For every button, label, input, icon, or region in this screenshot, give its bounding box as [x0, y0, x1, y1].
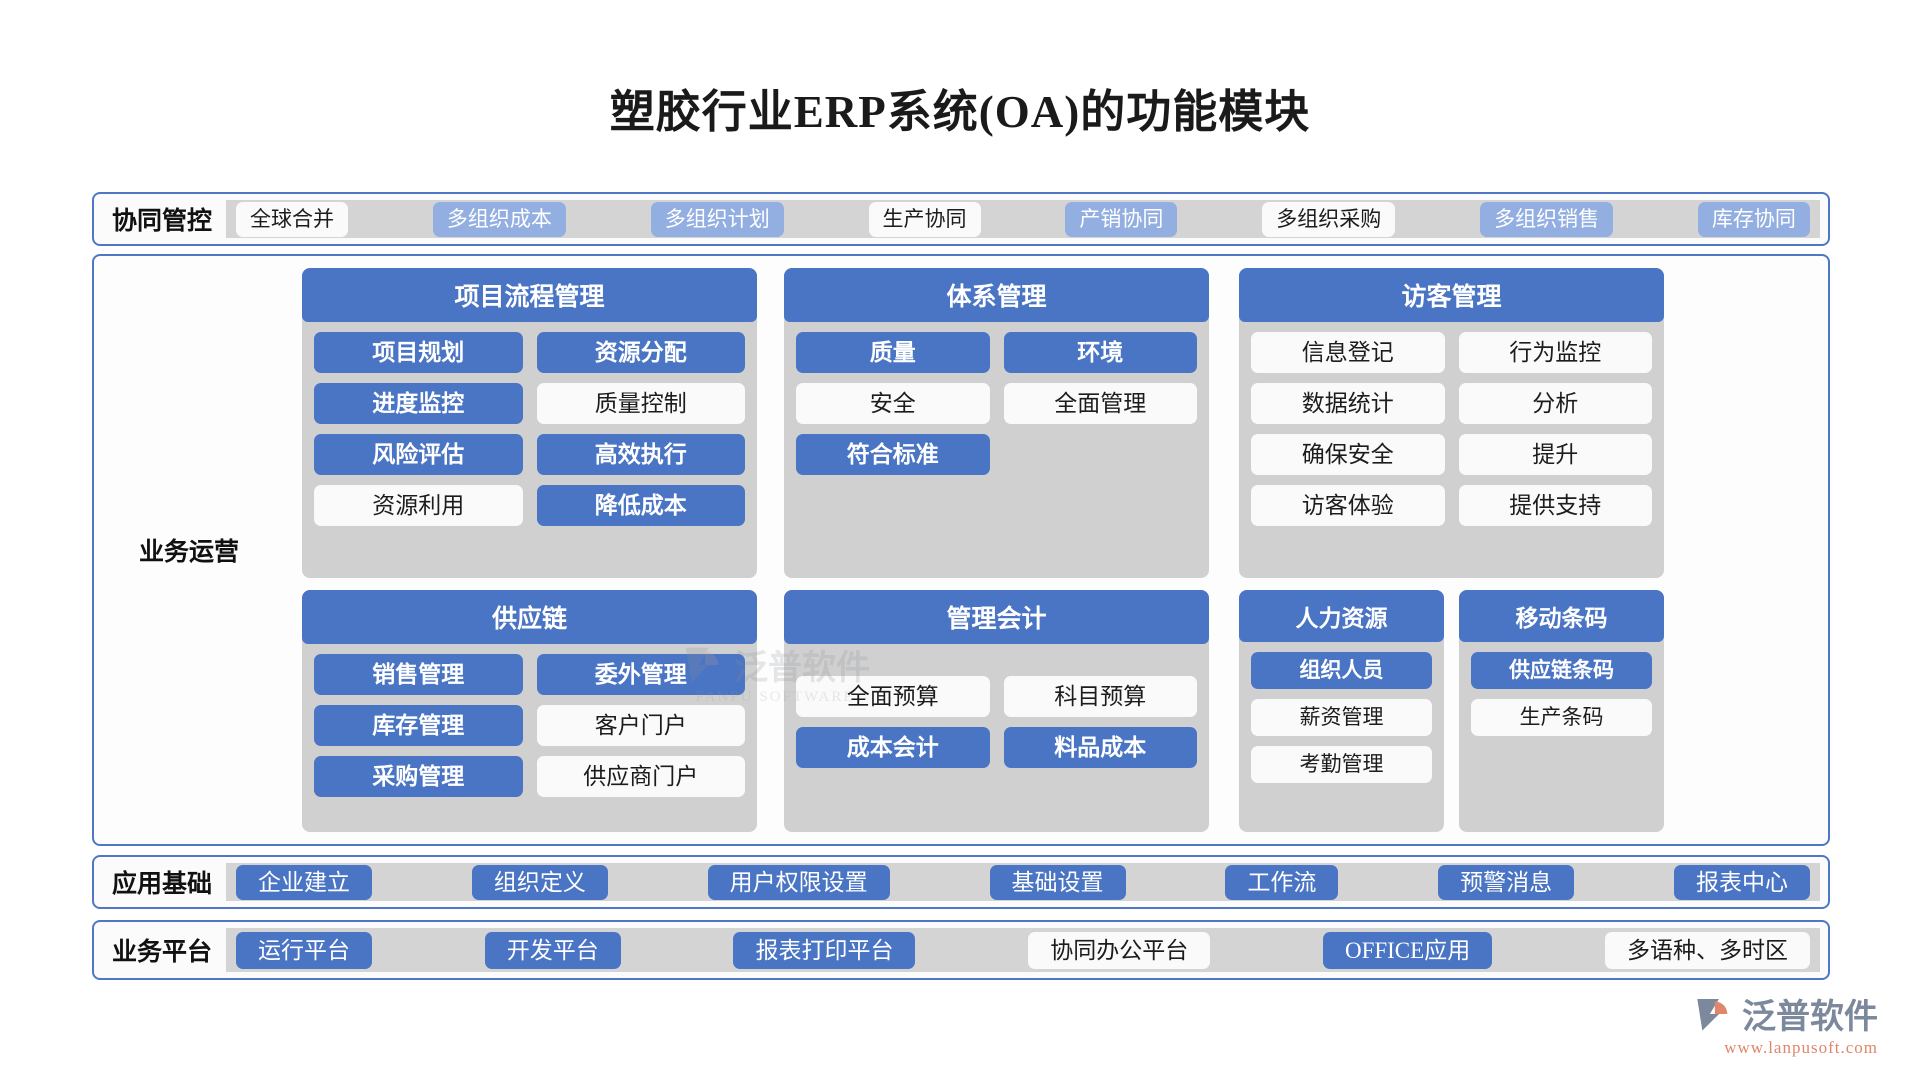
item-info-registration[interactable]: 信息登记: [1251, 332, 1445, 373]
module-management-accounting: 管理会计 全面预算 科目预算 成本会计 料品成本: [784, 590, 1209, 832]
app-base-band-label: 应用基础: [112, 871, 213, 898]
appbase-item-enterprise-setup[interactable]: 企业建立: [236, 864, 373, 900]
module-management-accounting-items: 全面预算 科目预算 成本会计 料品成本: [784, 654, 1209, 768]
item-behavior-monitoring[interactable]: 行为监控: [1458, 332, 1652, 373]
item-organization-personnel[interactable]: 组织人员: [1251, 652, 1432, 689]
module-mobile-barcode-items: 供应链条码 生产条码: [1459, 652, 1664, 736]
brand-logo-icon: [1697, 998, 1728, 1031]
collab-item-production-collab[interactable]: 生产协同: [868, 201, 981, 237]
app-base-items: 企业建立 组织定义 用户权限设置 基础设置 工作流 预警消息 报表中心: [226, 863, 1820, 901]
brand-logo: 泛普软件 www.lanpusoft.com: [1694, 989, 1878, 1058]
item-risk-assessment[interactable]: 风险评估: [314, 434, 523, 475]
module-system-management-title: 体系管理: [784, 268, 1209, 322]
module-visitor-management-items: 信息登记 行为监控 数据统计 分析 确保安全 提升 访客体验 提供支持: [1239, 332, 1664, 526]
business-operations-frame: 业务运营 项目流程管理 项目规划 资源分配 进度监控 质量控制 风险评估 高效执…: [92, 254, 1830, 846]
item-purchase-management[interactable]: 采购管理: [314, 756, 523, 797]
item-customer-portal[interactable]: 客户门户: [536, 705, 745, 746]
collab-item-sales-production-collab[interactable]: 产销协同: [1065, 201, 1178, 237]
item-material-cost[interactable]: 料品成本: [1003, 727, 1197, 768]
module-human-resources-title: 人力资源: [1239, 590, 1444, 642]
platform-item-collab-office[interactable]: 协同办公平台: [1028, 931, 1211, 969]
module-human-resources: 人力资源 组织人员 薪资管理 考勤管理: [1239, 590, 1444, 832]
item-comprehensive-management[interactable]: 全面管理: [1003, 383, 1197, 424]
item-standard-compliance[interactable]: 符合标准: [796, 434, 990, 475]
item-improvement[interactable]: 提升: [1458, 434, 1652, 475]
platform-item-report-print[interactable]: 报表打印平台: [733, 931, 916, 969]
platform-item-multilang-timezone[interactable]: 多语种、多时区: [1604, 931, 1810, 969]
collab-item-global-merge[interactable]: 全球合并: [236, 201, 349, 237]
module-mobile-barcode: 移动条码 供应链条码 生产条码: [1459, 590, 1664, 832]
platform-item-runtime[interactable]: 运行平台: [236, 931, 373, 969]
item-cost-accounting[interactable]: 成本会计: [796, 727, 990, 768]
item-resource-utilization[interactable]: 资源利用: [314, 485, 523, 526]
module-human-resources-items: 组织人员 薪资管理 考勤管理: [1239, 652, 1444, 783]
business-platform-band: 业务平台 运行平台 开发平台 报表打印平台 协同办公平台 OFFICE应用 多语…: [92, 920, 1830, 980]
item-data-statistics[interactable]: 数据统计: [1251, 383, 1445, 424]
module-supply-chain-items: 销售管理 委外管理 库存管理 客户门户 采购管理 供应商门户: [302, 654, 757, 797]
page-title: 塑胶行业ERP系统(OA)的功能模块: [609, 87, 1311, 137]
module-supply-chain-title: 供应链: [302, 590, 757, 644]
appbase-item-alert-messages[interactable]: 预警消息: [1438, 864, 1575, 900]
module-project-process-items: 项目规划 资源分配 进度监控 质量控制 风险评估 高效执行 资源利用 降低成本: [302, 332, 757, 526]
item-inventory-management[interactable]: 库存管理: [314, 705, 523, 746]
collab-item-multiorg-sales[interactable]: 多组织销售: [1480, 201, 1614, 237]
item-environment[interactable]: 环境: [1003, 332, 1197, 373]
item-cost-reduction[interactable]: 降低成本: [536, 485, 745, 526]
collaboration-items: 全球合并 多组织成本 多组织计划 生产协同 产销协同 多组织采购 多组织销售 库…: [226, 200, 1820, 238]
module-management-accounting-title: 管理会计: [784, 590, 1209, 644]
module-system-management-items: 质量 环境 安全 全面管理 符合标准: [784, 332, 1209, 475]
item-supplier-portal[interactable]: 供应商门户: [536, 756, 745, 797]
appbase-item-report-center[interactable]: 报表中心: [1673, 864, 1810, 900]
item-comprehensive-budget[interactable]: 全面预算: [796, 676, 990, 717]
appbase-item-basic-settings[interactable]: 基础设置: [989, 864, 1126, 900]
module-supply-chain: 供应链 销售管理 委外管理 库存管理 客户门户 采购管理 供应商门户: [302, 590, 757, 832]
item-visitor-experience[interactable]: 访客体验: [1251, 485, 1445, 526]
business-platform-items: 运行平台 开发平台 报表打印平台 协同办公平台 OFFICE应用 多语种、多时区: [226, 928, 1820, 972]
item-quality-control[interactable]: 质量控制: [536, 383, 745, 424]
business-platform-band-label: 业务平台: [112, 939, 213, 966]
appbase-item-workflow[interactable]: 工作流: [1225, 864, 1339, 900]
item-attendance-management[interactable]: 考勤管理: [1251, 746, 1432, 783]
collab-item-multiorg-cost[interactable]: 多组织成本: [432, 201, 566, 237]
item-resource-allocation[interactable]: 资源分配: [536, 332, 745, 373]
app-base-band: 应用基础 企业建立 组织定义 用户权限设置 基础设置 工作流 预警消息 报表中心: [92, 855, 1830, 909]
collaboration-band: 协同管控 全球合并 多组织成本 多组织计划 生产协同 产销协同 多组织采购 多组…: [92, 192, 1830, 246]
item-progress-monitoring[interactable]: 进度监控: [314, 383, 523, 424]
collab-item-multiorg-plan[interactable]: 多组织计划: [650, 201, 784, 237]
module-visitor-management: 访客管理 信息登记 行为监控 数据统计 分析 确保安全 提升 访客体验 提供支持: [1239, 268, 1664, 578]
item-project-planning[interactable]: 项目规划: [314, 332, 523, 373]
item-safety[interactable]: 安全: [796, 383, 990, 424]
item-provide-support[interactable]: 提供支持: [1458, 485, 1652, 526]
item-quality[interactable]: 质量: [796, 332, 990, 373]
business-operations-label: 业务运营: [138, 539, 239, 566]
item-production-barcode[interactable]: 生产条码: [1471, 699, 1652, 736]
item-sales-management[interactable]: 销售管理: [314, 654, 523, 695]
module-project-process: 项目流程管理 项目规划 资源分配 进度监控 质量控制 风险评估 高效执行 资源利…: [302, 268, 757, 578]
collab-item-multiorg-purchase[interactable]: 多组织采购: [1262, 201, 1396, 237]
item-salary-management[interactable]: 薪资管理: [1251, 699, 1432, 736]
module-grid: 项目流程管理 项目规划 资源分配 进度监控 质量控制 风险评估 高效执行 资源利…: [284, 256, 1828, 844]
module-system-management: 体系管理 质量 环境 安全 全面管理 符合标准: [784, 268, 1209, 578]
module-mobile-barcode-title: 移动条码: [1459, 590, 1664, 642]
collaboration-band-label: 协同管控: [112, 208, 213, 235]
platform-item-development[interactable]: 开发平台: [484, 931, 621, 969]
platform-item-office-app[interactable]: OFFICE应用: [1322, 931, 1493, 969]
item-subject-budget[interactable]: 科目预算: [1003, 676, 1197, 717]
brand-logo-url: www.lanpusoft.com: [1724, 1038, 1878, 1057]
module-project-process-title: 项目流程管理: [302, 268, 757, 322]
appbase-item-org-definition[interactable]: 组织定义: [471, 864, 608, 900]
item-supply-chain-barcode[interactable]: 供应链条码: [1471, 652, 1652, 689]
collab-item-inventory-collab[interactable]: 库存协同: [1697, 201, 1810, 237]
item-efficient-execution[interactable]: 高效执行: [536, 434, 745, 475]
item-ensure-safety[interactable]: 确保安全: [1251, 434, 1445, 475]
brand-logo-name: 泛普软件: [1742, 998, 1878, 1036]
module-visitor-management-title: 访客管理: [1239, 268, 1664, 322]
item-analysis[interactable]: 分析: [1458, 383, 1652, 424]
item-outsourcing-management[interactable]: 委外管理: [536, 654, 745, 695]
appbase-item-user-permissions[interactable]: 用户权限设置: [707, 864, 890, 900]
